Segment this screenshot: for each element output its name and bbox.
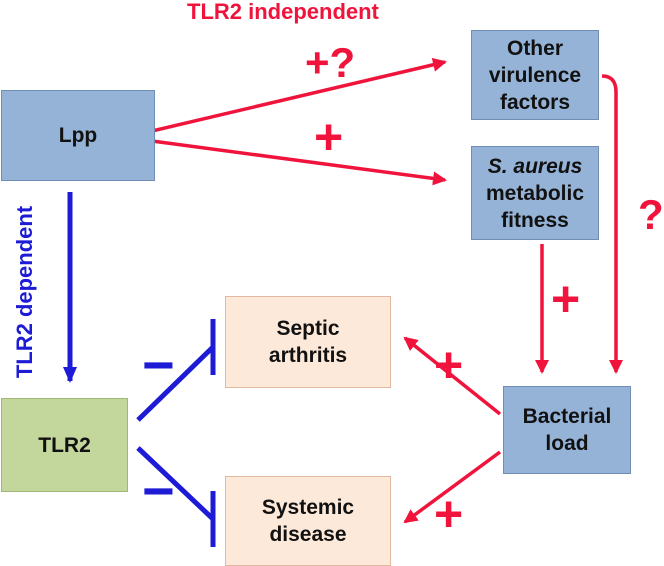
arrow-bacterial-load-to-systemic-disease [403,450,502,524]
node-metabolic-fitness-line-2: metabolic [485,181,585,205]
node-systemic-disease-line-1: Systemic [261,496,355,519]
label-tlr2-independent: TLR2 independent [187,0,379,24]
node-bacterial-load: Bacterial load [503,386,631,474]
node-tlr2-label: TLR2 [38,433,91,457]
node-tlr2: TLR2 [1,398,128,492]
sign-question-other-virulence-load: ? [638,191,664,238]
node-metabolic-fitness-line-3: fitness [501,208,569,232]
node-systemic-disease-line-2: disease [269,523,347,546]
node-lpp-label: Lpp [58,124,98,147]
node-lpp: Lpp [1,90,155,181]
node-metabolic-fitness-line-1: S. aureus [487,154,583,178]
sign-plus-load-systemic-disease: + [434,486,464,542]
node-other-virulence-factors: Other virulence factors [471,30,599,120]
arrow-lpp-to-other-virulence [151,57,447,133]
inhibit-tlr2-to-septic-arthritis [136,345,215,422]
node-septic-arthritis: Septic arthritis [225,296,391,388]
arrow-lpp-to-metabolic-fitness [151,139,447,186]
node-bacterial-load-line-2: load [545,432,589,455]
node-bacterial-load-line-1: Bacterial [522,405,612,428]
sign-plus-question-other-virulence: +? [305,39,356,86]
inhibit-tlr2-to-systemic-disease [136,446,215,521]
sign-minus-systemic-disease: − [142,459,175,522]
node-other-virulence-line-2: virulence [488,63,582,87]
sign-plus-load-septic-arthritis: + [434,337,464,393]
node-septic-arthritis-line-1: Septic [276,317,340,340]
arrow-other-virulence-to-bacterial-load [601,74,623,374]
node-other-virulence-line-3: factors [499,90,571,114]
sign-plus-metabolic-load: + [551,271,581,327]
arrow-bacterial-load-to-septic-arthritis [403,336,502,416]
sign-plus-metabolic-fitness: + [314,109,344,165]
node-septic-arthritis-line-2: arthritis [268,344,348,367]
sign-minus-septic-arthritis: − [142,333,175,396]
node-metabolic-fitness: S. aureus metabolic fitness [471,146,599,240]
node-systemic-disease: Systemic disease [225,476,391,566]
node-other-virulence-line-1: Other [506,36,563,60]
label-tlr2-dependent: TLR2 dependent [12,205,37,379]
